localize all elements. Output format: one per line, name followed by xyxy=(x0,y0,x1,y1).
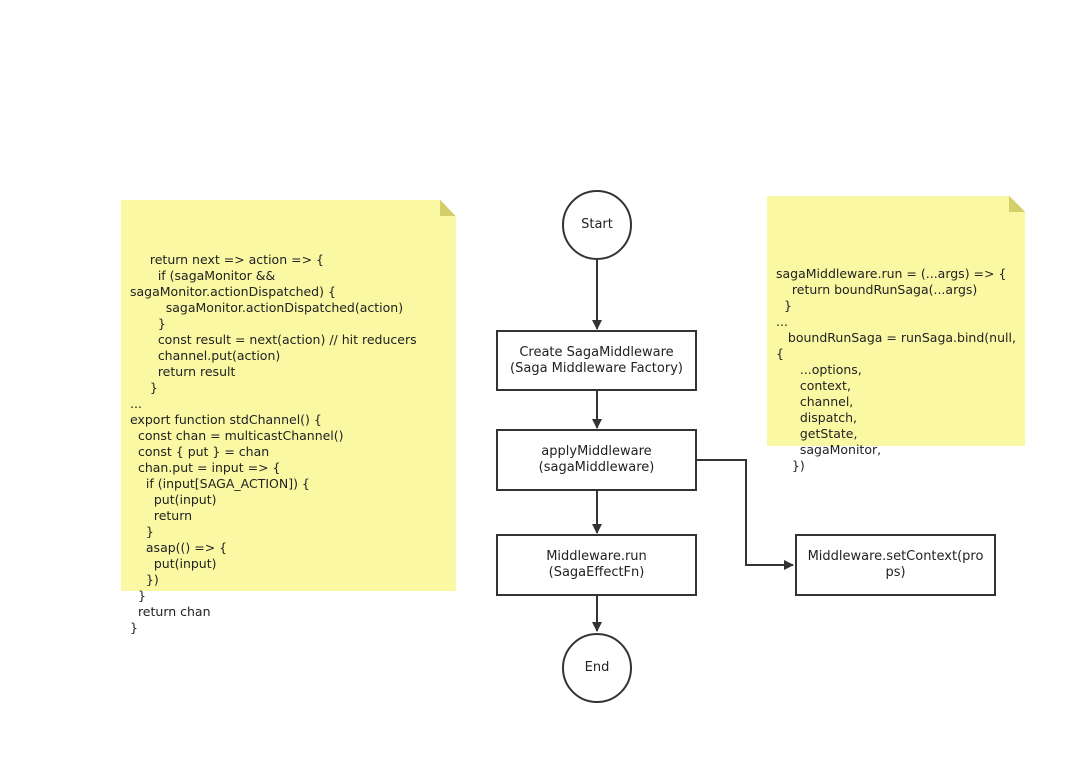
create-saga-middleware-node: Create SagaMiddleware (Saga Middleware F… xyxy=(496,330,697,391)
run-node-line2: (SagaEffectFn) xyxy=(548,565,645,580)
setcontext-node-line2: ps) xyxy=(885,565,906,580)
create-node-line2: (Saga Middleware Factory) xyxy=(510,360,683,376)
note-left-code-text: return next => action => { if (sagaMonit… xyxy=(130,252,417,635)
setcontext-node-line1: Middleware.setContext(pro xyxy=(807,549,984,564)
middleware-run-node: Middleware.run (SagaEffectFn) xyxy=(496,534,697,596)
apply-node-line2: (sagaMiddleware) xyxy=(538,460,655,475)
note-fold-corner xyxy=(440,200,456,216)
code-note-run-saga: sagaMiddleware.run = (...args) => { retu… xyxy=(767,196,1025,473)
arrow-apply-to-setcontext xyxy=(696,459,794,570)
apply-middleware-node: applyMiddleware (sagaMiddleware) xyxy=(496,429,697,491)
create-node-line1: Create SagaMiddleware xyxy=(519,344,674,360)
end-node: End xyxy=(562,633,632,703)
code-note-middleware: return next => action => { if (sagaMonit… xyxy=(121,200,456,635)
end-label: End xyxy=(584,660,610,675)
apply-node-line1: applyMiddleware xyxy=(541,444,652,459)
middleware-setcontext-node: Middleware.setContext(pro ps) xyxy=(795,534,996,596)
note-right-code-text: sagaMiddleware.run = (...args) => { retu… xyxy=(776,266,1016,473)
start-node: Start xyxy=(562,190,632,260)
note-fold-corner xyxy=(1009,196,1025,212)
run-node-line1: Middleware.run xyxy=(546,549,647,564)
start-label: Start xyxy=(581,217,613,232)
